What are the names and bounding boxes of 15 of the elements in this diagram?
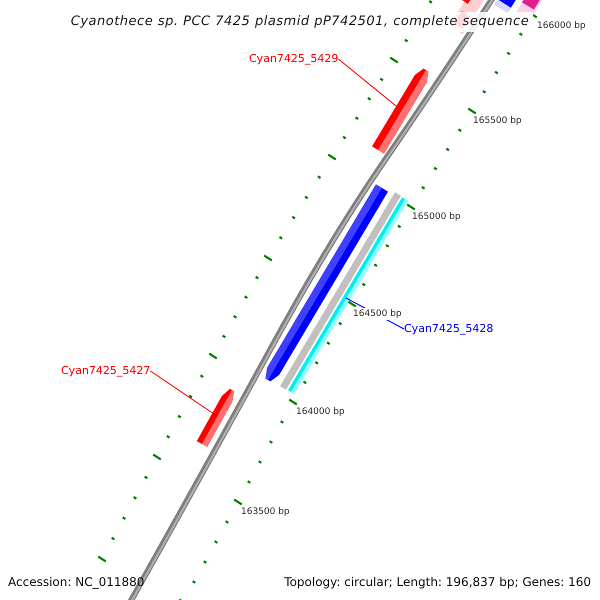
tick-label: 163500 bp	[241, 506, 290, 518]
tick-label: 164500 bp	[353, 308, 402, 320]
gene-label: Cyan7425_5427	[61, 364, 150, 378]
gene-label: Cyan7425_5428	[404, 322, 494, 336]
leader-line	[150, 370, 214, 414]
tick-label: 164000 bp	[296, 406, 345, 418]
gene-block	[196, 388, 234, 447]
gene-label: Cyan7425_5429	[249, 52, 338, 66]
footer-text: Accession: NC_011880	[8, 574, 144, 590]
tick-label: 166000 bp	[537, 20, 586, 32]
tick-label: 165500 bp	[473, 115, 522, 127]
tick-label: 165000 bp	[412, 211, 461, 223]
footer-text: Topology: circular; Length: 196,837 bp; Genes: 160	[284, 574, 591, 590]
gene-block	[372, 68, 428, 154]
leader-line	[338, 58, 396, 106]
